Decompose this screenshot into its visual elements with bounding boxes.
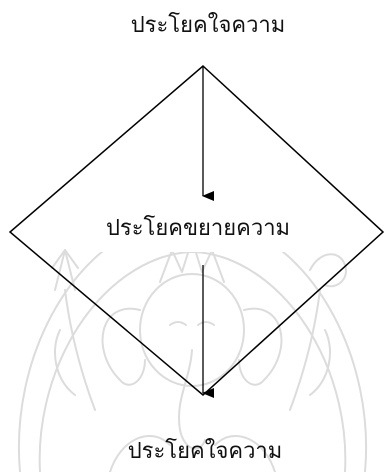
middle-label: ประโยคขยายความ: [106, 215, 290, 241]
bottom-label: ประโยคใจความ: [128, 438, 283, 464]
top-label: ประโยคใจความ: [131, 12, 286, 38]
ganesha-seal-icon: [19, 218, 366, 472]
